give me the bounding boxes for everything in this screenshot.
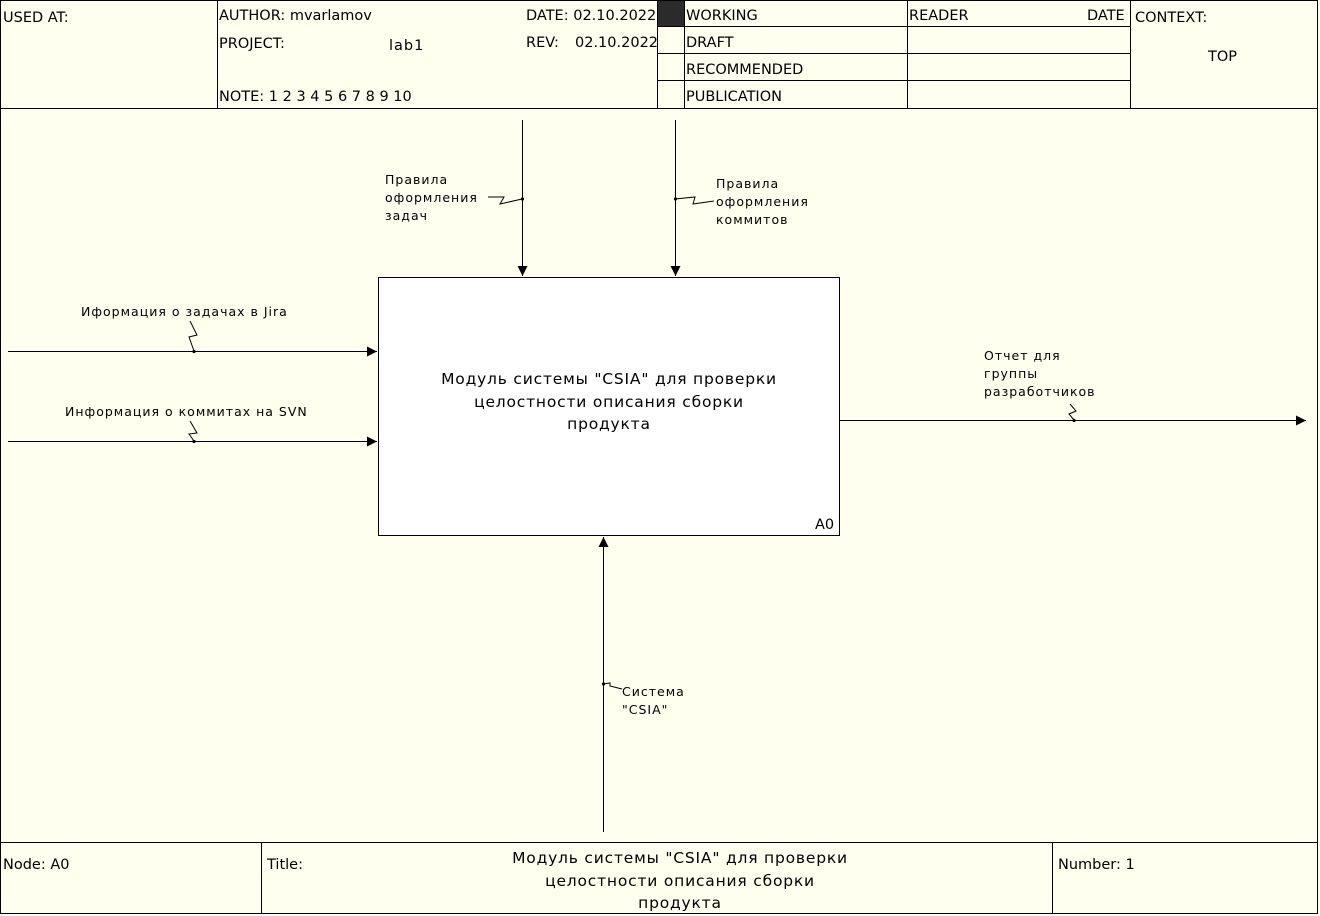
- footer-title: Модуль системы "CSIA" для проверки целос…: [455, 847, 905, 915]
- node-value: A0: [50, 857, 70, 873]
- activity-box-a0[interactable]: [378, 277, 840, 536]
- input-2-label[interactable]: Информация о коммитах на SVN: [65, 403, 308, 421]
- label-line: Отчет для: [984, 348, 1061, 363]
- output-1-label[interactable]: Отчет для группы разработчиков: [984, 347, 1096, 401]
- mechanism-1-label[interactable]: Система "CSIA": [622, 683, 685, 719]
- squiggle-input-2: [188, 420, 198, 442]
- footer-title-label: Title:: [267, 857, 303, 873]
- activity-title-line: Модуль системы "CSIA" для проверки: [441, 370, 777, 388]
- activity-title-line: целостности описания сборки: [474, 392, 744, 411]
- footer-number: Number: 1: [1058, 857, 1135, 873]
- rev-value: 02.10.2022: [575, 35, 659, 51]
- reader-label: READER: [909, 8, 969, 24]
- activity-title-line: продукта: [567, 415, 651, 433]
- label-line: оформления: [385, 190, 478, 205]
- label-line: Иформация о задачах в Jira: [81, 304, 288, 319]
- working-status-marker: [658, 1, 684, 26]
- attach-dot: [601, 682, 606, 686]
- note-label: NOTE:: [219, 89, 265, 105]
- control-1-label[interactable]: Правила оформления задач: [385, 171, 478, 225]
- squiggle-mechanism-1: [602, 682, 623, 690]
- node-label: Node:: [3, 857, 46, 873]
- rev-label: REV:: [526, 35, 559, 51]
- number-label: Number:: [1058, 857, 1121, 873]
- attach-dot: [1072, 418, 1076, 423]
- status-publication: PUBLICATION: [686, 89, 782, 105]
- label-line: коммитов: [716, 212, 789, 227]
- label-line: Правила: [716, 176, 780, 191]
- note-row: NOTE: 1 2 3 4 5 6 7 8 9 10: [219, 89, 412, 105]
- squiggle-input-1: [188, 320, 198, 352]
- footer-title-line: Модуль системы "CSIA" для проверки: [512, 849, 848, 867]
- label-line: Информация о коммитах на SVN: [65, 404, 308, 419]
- input-1-label[interactable]: Иформация о задачах в Jira: [81, 303, 288, 321]
- author-label: AUTHOR:: [219, 8, 286, 24]
- author-value: mvarlamov: [289, 8, 372, 24]
- control-2-label[interactable]: Правила оформления коммитов: [716, 175, 809, 229]
- context-label: CONTEXT:: [1135, 10, 1208, 26]
- number-value: 1: [1125, 857, 1135, 873]
- label-line: Правила: [385, 172, 449, 187]
- note-numbers: 1 2 3 4 5 6 7 8 9 10: [268, 89, 412, 105]
- label-line: группы: [984, 366, 1039, 381]
- label-line: разработчиков: [984, 384, 1096, 399]
- squiggle-output-1: [1068, 403, 1077, 421]
- activity-title: Модуль системы "CSIA" для проверки целос…: [380, 368, 838, 436]
- attach-dot: [520, 197, 525, 201]
- author-row: AUTHOR: mvarlamov: [219, 8, 372, 24]
- context-value: TOP: [1208, 49, 1238, 65]
- status-draft: DRAFT: [686, 35, 734, 51]
- label-line: "CSIA": [622, 702, 669, 717]
- attach-dot: [192, 349, 196, 354]
- date-label: DATE:: [526, 8, 569, 24]
- date-row: DATE: 02.10.2022: [526, 8, 656, 24]
- footer-node: Node: A0: [3, 857, 70, 873]
- project-value: lab1: [389, 38, 425, 54]
- squiggle-control-1: [488, 196, 523, 205]
- status-recommended: RECOMMENDED: [686, 62, 804, 78]
- project-label: PROJECT:: [219, 36, 285, 52]
- squiggle-control-2: [674, 196, 715, 205]
- attach-dot: [673, 197, 678, 201]
- label-line: Система: [622, 684, 685, 699]
- label-line: оформления: [716, 194, 809, 209]
- footer-title-line: продукта: [638, 894, 722, 912]
- used-at-label: USED AT:: [3, 10, 69, 26]
- status-working: WORKING: [686, 8, 758, 24]
- activity-node-number: A0: [815, 517, 835, 533]
- attach-dot: [192, 439, 196, 444]
- label-line: задач: [385, 208, 428, 223]
- date-value: 02.10.2022: [573, 8, 657, 24]
- reader-date-label: DATE: [1087, 8, 1125, 24]
- footer-title-line: целостности описания сборки: [545, 871, 815, 890]
